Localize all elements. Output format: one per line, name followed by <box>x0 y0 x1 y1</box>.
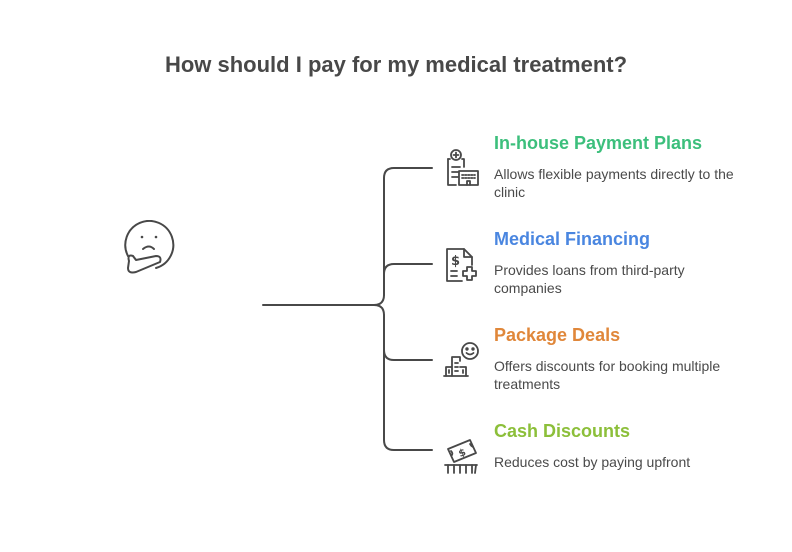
svg-text:$: $ <box>457 447 468 460</box>
option-package-deals: Package Deals Offers discounts for booki… <box>440 325 770 415</box>
option-description: Reduces cost by paying upfront <box>494 454 691 470</box>
clinic-document-icon <box>442 147 482 187</box>
smiling-building-icon <box>442 339 482 379</box>
option-title: In-house Payment Plans <box>494 133 703 153</box>
option-title: Medical Financing <box>494 229 651 249</box>
option-medical-financing: $ Medical Financing Provides loans from … <box>440 229 770 319</box>
option-in-house-payment-plans: In-house Payment Plans Allows flexible p… <box>440 133 770 223</box>
diagram-title: How should I pay for my medical treatmen… <box>164 52 628 77</box>
cash-drop-icon: $ <box>442 435 482 475</box>
dollar-document-medical-icon: $ <box>442 243 482 283</box>
option-description: Allows flexible payments directly to the… <box>494 166 734 200</box>
option-description: Offers discounts for booking multiple tr… <box>494 358 721 392</box>
option-description: Provides loans from third-party companie… <box>494 262 685 296</box>
svg-text:$: $ <box>451 254 460 269</box>
option-title: Package Deals <box>494 325 621 345</box>
thinking-face-icon <box>120 219 180 286</box>
option-title: Cash Discounts <box>494 421 631 441</box>
option-cash-discounts: $ Cash Discounts Reduces cost by paying … <box>440 421 770 511</box>
